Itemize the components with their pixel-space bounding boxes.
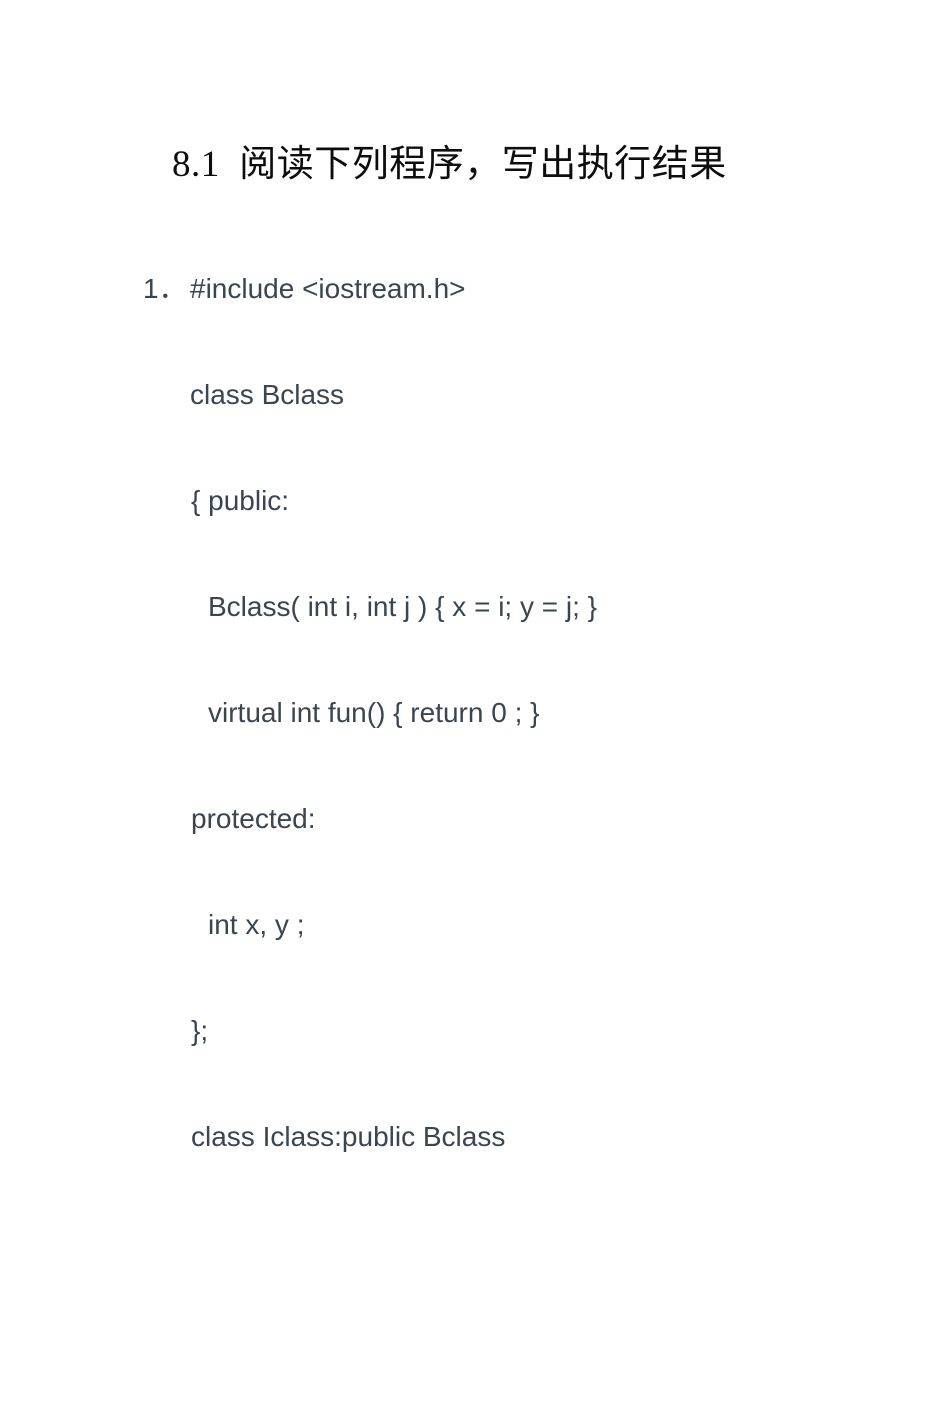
code-line-text: Bclass( int i, int j ) { x = i; y = j; } [208, 591, 598, 622]
code-line-text: #include <iostream.h> [190, 273, 466, 304]
code-line-text: class Bclass [190, 379, 345, 410]
code-line: }; [0, 978, 950, 1084]
code-line-text: class Iclass:public Bclass [191, 1121, 506, 1152]
code-line-text: protected: [191, 803, 316, 834]
code-line: int x, y ; [0, 872, 950, 978]
code-line: class Bclass [0, 342, 950, 448]
page-title: 8.1 阅读下列程序，写出执行结果 [172, 144, 727, 185]
code-line: 1． #include <iostream.h> [0, 236, 950, 342]
code-line-text: }; [191, 1015, 209, 1046]
code-line: class Iclass:public Bclass [0, 1084, 950, 1190]
code-line-text: { public: [191, 485, 290, 516]
code-line: Bclass( int i, int j ) { x = i; y = j; } [0, 554, 950, 660]
code-line: virtual int fun() { return 0 ; } [0, 660, 950, 766]
document-page: 8.1 阅读下列程序，写出执行结果 1． #include <iostream.… [0, 144, 950, 1190]
code-line: { public: [0, 448, 950, 554]
code-line-text: int x, y ; [208, 909, 305, 940]
code-listing: 1． #include <iostream.h> class Bclass { … [0, 236, 950, 1190]
code-line: protected: [0, 766, 950, 872]
code-line-text: virtual int fun() { return 0 ; } [208, 697, 540, 728]
list-marker: 1． [143, 273, 187, 304]
